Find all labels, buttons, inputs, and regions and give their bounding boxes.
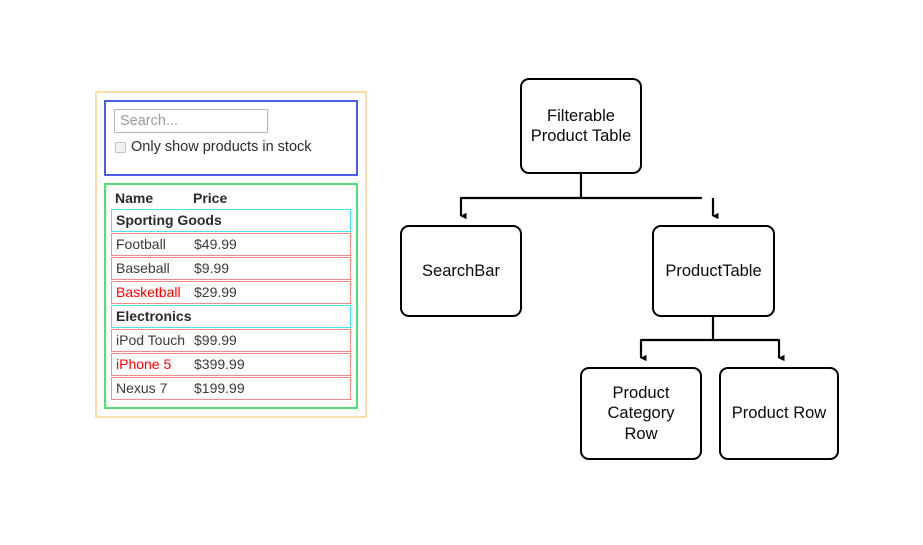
product-price: $9.99 [194, 260, 230, 276]
node-label: Product Row [731, 404, 827, 423]
table-header-row: Name Price [111, 189, 351, 209]
node-label: ProductTable [665, 261, 762, 280]
node-search-bar: SearchBar [400, 225, 522, 317]
node-product-row: Product Row [719, 367, 839, 460]
only-in-stock-checkbox[interactable] [115, 141, 126, 153]
table-row: Baseball $9.99 [111, 257, 351, 280]
product-category-row: Sporting Goods [111, 209, 351, 232]
product-name: Nexus 7 [116, 380, 168, 396]
product-name: Football [116, 236, 166, 252]
product-table-region: Name Price Sporting Goods Football $49.9… [104, 183, 358, 409]
search-bar-region: Only show products in stock [104, 100, 358, 176]
column-header-name: Name [115, 190, 154, 206]
only-in-stock-label: Only show products in stock [131, 139, 312, 155]
category-name: Sporting Goods [116, 212, 222, 228]
table-row: iPod Touch $99.99 [111, 329, 351, 352]
product-price: $99.99 [194, 332, 237, 348]
table-row: iPhone 5 $399.99 [111, 353, 351, 376]
product-price: $399.99 [194, 356, 245, 372]
category-name: Electronics [116, 308, 192, 324]
product-price: $29.99 [194, 284, 237, 300]
column-header-price: Price [193, 190, 228, 206]
table-row: Basketball $29.99 [111, 281, 351, 304]
product-name: iPhone 5 [116, 356, 172, 372]
product-price: $49.99 [194, 236, 237, 252]
product-price: $199.99 [194, 380, 245, 396]
product-name: Basketball [116, 284, 181, 300]
table-row: Nexus 7 $199.99 [111, 377, 351, 400]
table-row: Football $49.99 [111, 233, 351, 256]
node-product-table: ProductTable [652, 225, 775, 317]
filterable-product-table-mockup: Only show products in stock Name Price S… [95, 91, 367, 418]
product-name: iPod Touch [116, 332, 186, 348]
node-label: SearchBar [422, 261, 500, 280]
product-name: Baseball [116, 260, 170, 276]
search-input[interactable] [114, 109, 268, 133]
stock-filter-row[interactable]: Only show products in stock [114, 140, 348, 155]
product-category-row: Electronics [111, 305, 351, 328]
